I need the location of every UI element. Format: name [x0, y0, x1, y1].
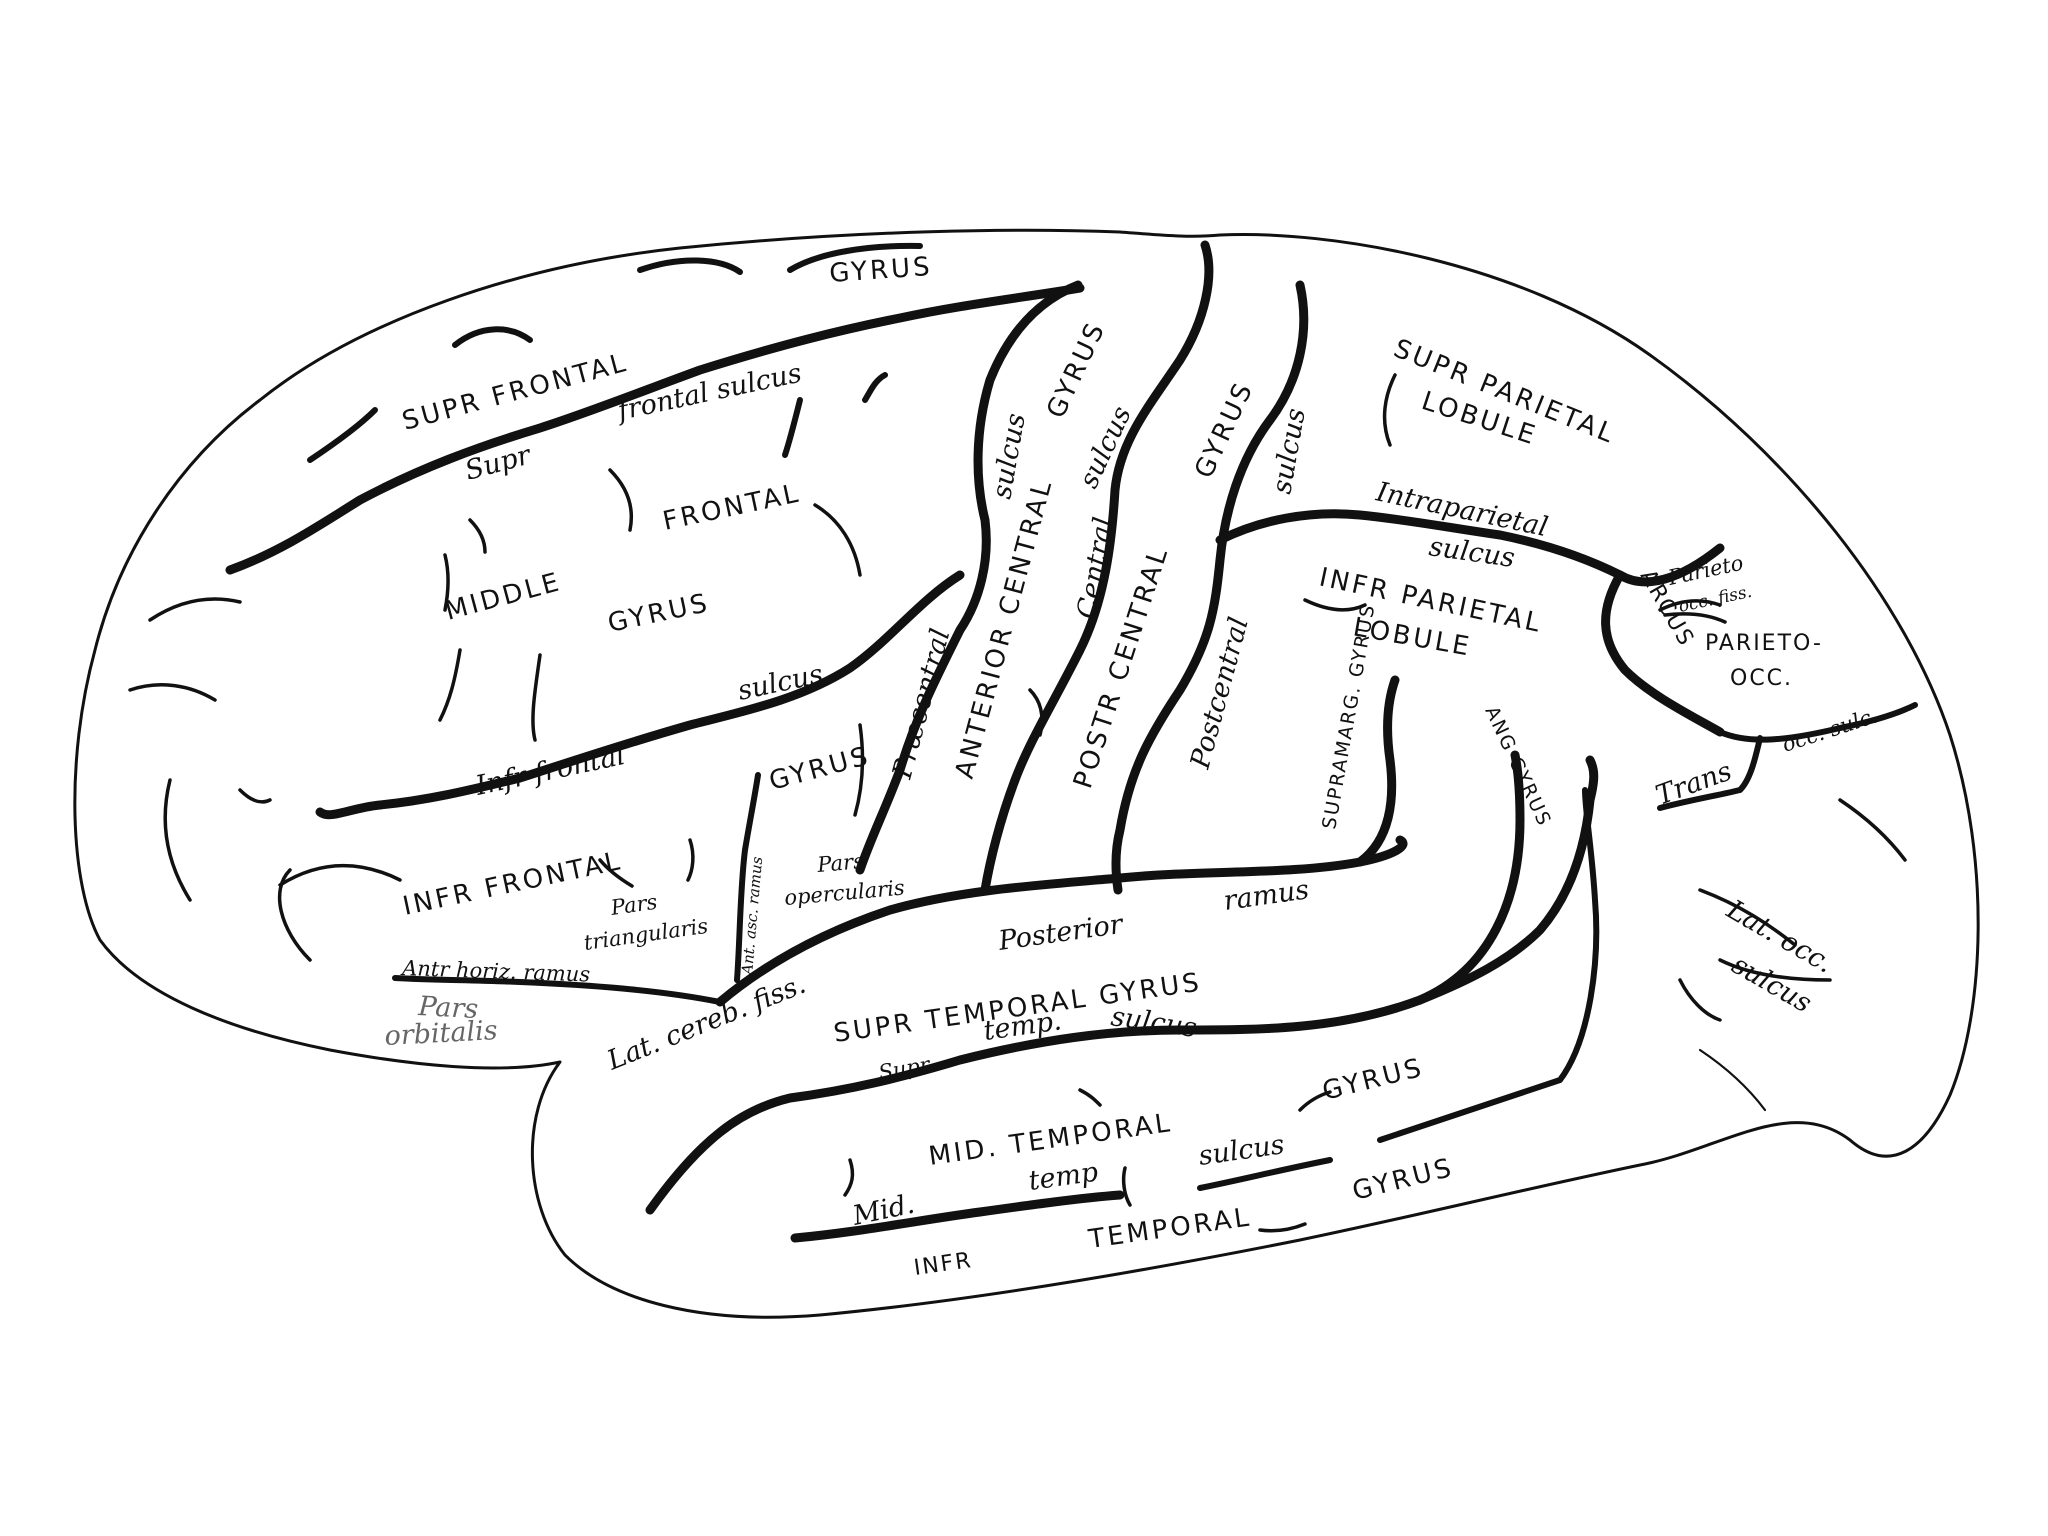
label-inf-temporal-3: GYRUS [1349, 1153, 1457, 1207]
label-middle-frontal-3: GYRUS [605, 588, 712, 639]
occipital-detail-1 [1838, 798, 1907, 862]
middle-frontal-detail-2 [813, 503, 862, 577]
occipital-detail-4 [1678, 978, 1722, 1022]
label-pars-orbitalis-2: orbitalis [384, 1015, 499, 1052]
occipital-detail-3 [1718, 958, 1832, 982]
inf-parietal-detail [1303, 598, 1367, 612]
label-lat-cereb-fiss: Lat. cereb. fiss. [602, 969, 810, 1077]
frontal-detail-1 [637, 257, 743, 275]
label-praecentral-1: Præcentral [887, 626, 957, 783]
parieto-occ-detail-2 [1663, 612, 1727, 624]
temporal-detail-3 [1121, 1166, 1132, 1207]
temporal-detail-1 [1078, 1088, 1102, 1107]
central-gyrus-detail [1028, 688, 1044, 737]
inferior-temporal-ridge [1377, 787, 1600, 1143]
precentral-sulcus [855, 280, 1083, 875]
label-mid-temporal-2: GYRUS [1319, 1053, 1427, 1107]
label-posterior-central-2: GYRUS [1189, 377, 1260, 483]
label-praecentral-2: sulcus [986, 411, 1032, 501]
frontal-pole-detail-5 [278, 863, 402, 887]
central-sulcus [980, 240, 1214, 895]
label-supramarg: SUPRAMARG. GYRUS [1318, 602, 1379, 831]
parieto-occ-detail [1658, 599, 1722, 612]
label-mid-temp-sulcus-3: sulcus [1197, 1129, 1287, 1172]
superior-temporal-sulcus [645, 750, 1525, 1215]
inf-frontal-detail-3 [853, 723, 865, 817]
label-anterior-central-2: GYRUS [1041, 317, 1112, 423]
brain-outline [73, 228, 1980, 1319]
posterior-ramus-upturn [1355, 675, 1400, 867]
frontal-pole-detail-3 [163, 778, 192, 902]
label-inf-frontal-1: INFR FRONTAL [400, 846, 625, 922]
transverse-occipital-sulcus [1717, 702, 1918, 743]
label-posterior-ramus-1: Posterior [996, 909, 1127, 957]
label-infr-frontal-sulcus-1: Infr frontal [472, 740, 628, 802]
temporal-detail-2 [1298, 1090, 1332, 1112]
label-occ: OCC. [1730, 666, 1793, 691]
label-inf-temporal-1: INFR [912, 1248, 974, 1281]
label-parieto-occ-fiss-2: occ. fiss. [1677, 582, 1754, 617]
frontal-detail-5 [862, 372, 888, 403]
frontal-pole-detail-2 [128, 683, 217, 702]
label-sup-frontal-1: SUPR FRONTAL [399, 348, 631, 437]
middle-temporal-sulcus [790, 1190, 1125, 1243]
frontal-detail-3 [452, 326, 533, 348]
label-trans-occ-sulc-2: occ. sulc. [1779, 703, 1881, 756]
occipital-detail-2 [1698, 888, 1797, 947]
inf-frontal-detail-1 [686, 838, 695, 882]
frontal-pole-detail-6 [238, 788, 272, 804]
label-pars-orbitalis-1: Pars [417, 991, 479, 1025]
middle-frontal-detail-6 [438, 648, 462, 722]
label-parieto: PARIETO- [1705, 631, 1823, 656]
label-pars-triangularis-1: Pars [608, 890, 659, 920]
occipital-detail-5 [1698, 1048, 1767, 1112]
middle-frontal-detail-4 [468, 518, 487, 554]
frontal-detail-4 [307, 407, 378, 463]
label-pars-triangularis-2: triangularis [582, 914, 709, 955]
middle-frontal-detail-5 [531, 653, 542, 742]
middle-temporal-sulcus-posterior [1197, 1157, 1333, 1191]
temporal-detail-5 [843, 1158, 855, 1197]
intraparietal-sulcus [1215, 509, 1725, 587]
frontal-detail-2 [787, 242, 923, 273]
anterior-ascending-ramus [734, 772, 761, 983]
label-central-sulcus-1: Central [1071, 515, 1119, 621]
postcentral-sulcus [1111, 280, 1309, 895]
label-sup-frontal-2: GYRUS [828, 252, 933, 289]
label-postcentral-1: Postcentral [1185, 614, 1255, 773]
label-trans-occ-sulc-1: Trans [1652, 756, 1736, 812]
transverse-occipital-branch [1657, 735, 1763, 811]
label-inf-temporal-2: TEMPORAL [1086, 1202, 1254, 1255]
parieto-occipital-fissure [1601, 570, 1725, 737]
anterior-horizontal-ramus [392, 975, 723, 1005]
label-inf-frontal-2: GYRUS [766, 741, 874, 797]
middle-frontal-detail-1 [608, 468, 633, 532]
superior-temporal-sulcus-posterior [1415, 755, 1599, 1005]
frontal-pole-detail-4 [277, 868, 312, 962]
sup-parietal-detail [1382, 373, 1397, 447]
label-supr-temp-sulcus-3: sulcus [1109, 1001, 1199, 1044]
superior-frontal-sulcus [225, 283, 1085, 575]
frontal-detail-6 [782, 397, 803, 458]
label-pars-opercularis-2: opercularis [783, 876, 905, 910]
label-mid-temp-sulcus-2: temp [1027, 1157, 1100, 1197]
label-supr-temp-sulcus-1: Supr [877, 1052, 934, 1085]
label-pars-opercularis-1: Pars [815, 849, 865, 877]
label-middle-frontal-1: MIDDLE [442, 567, 565, 627]
temporal-detail-4 [1258, 1222, 1307, 1233]
inf-frontal-detail-2 [598, 858, 634, 888]
middle-frontal-detail-3 [443, 553, 450, 612]
frontal-pole-detail-1 [148, 597, 242, 622]
inferior-frontal-sulcus [315, 570, 965, 820]
label-middle-frontal-2: FRONTAL [660, 478, 803, 536]
label-posterior-ramus-2: ramus [1222, 874, 1311, 917]
